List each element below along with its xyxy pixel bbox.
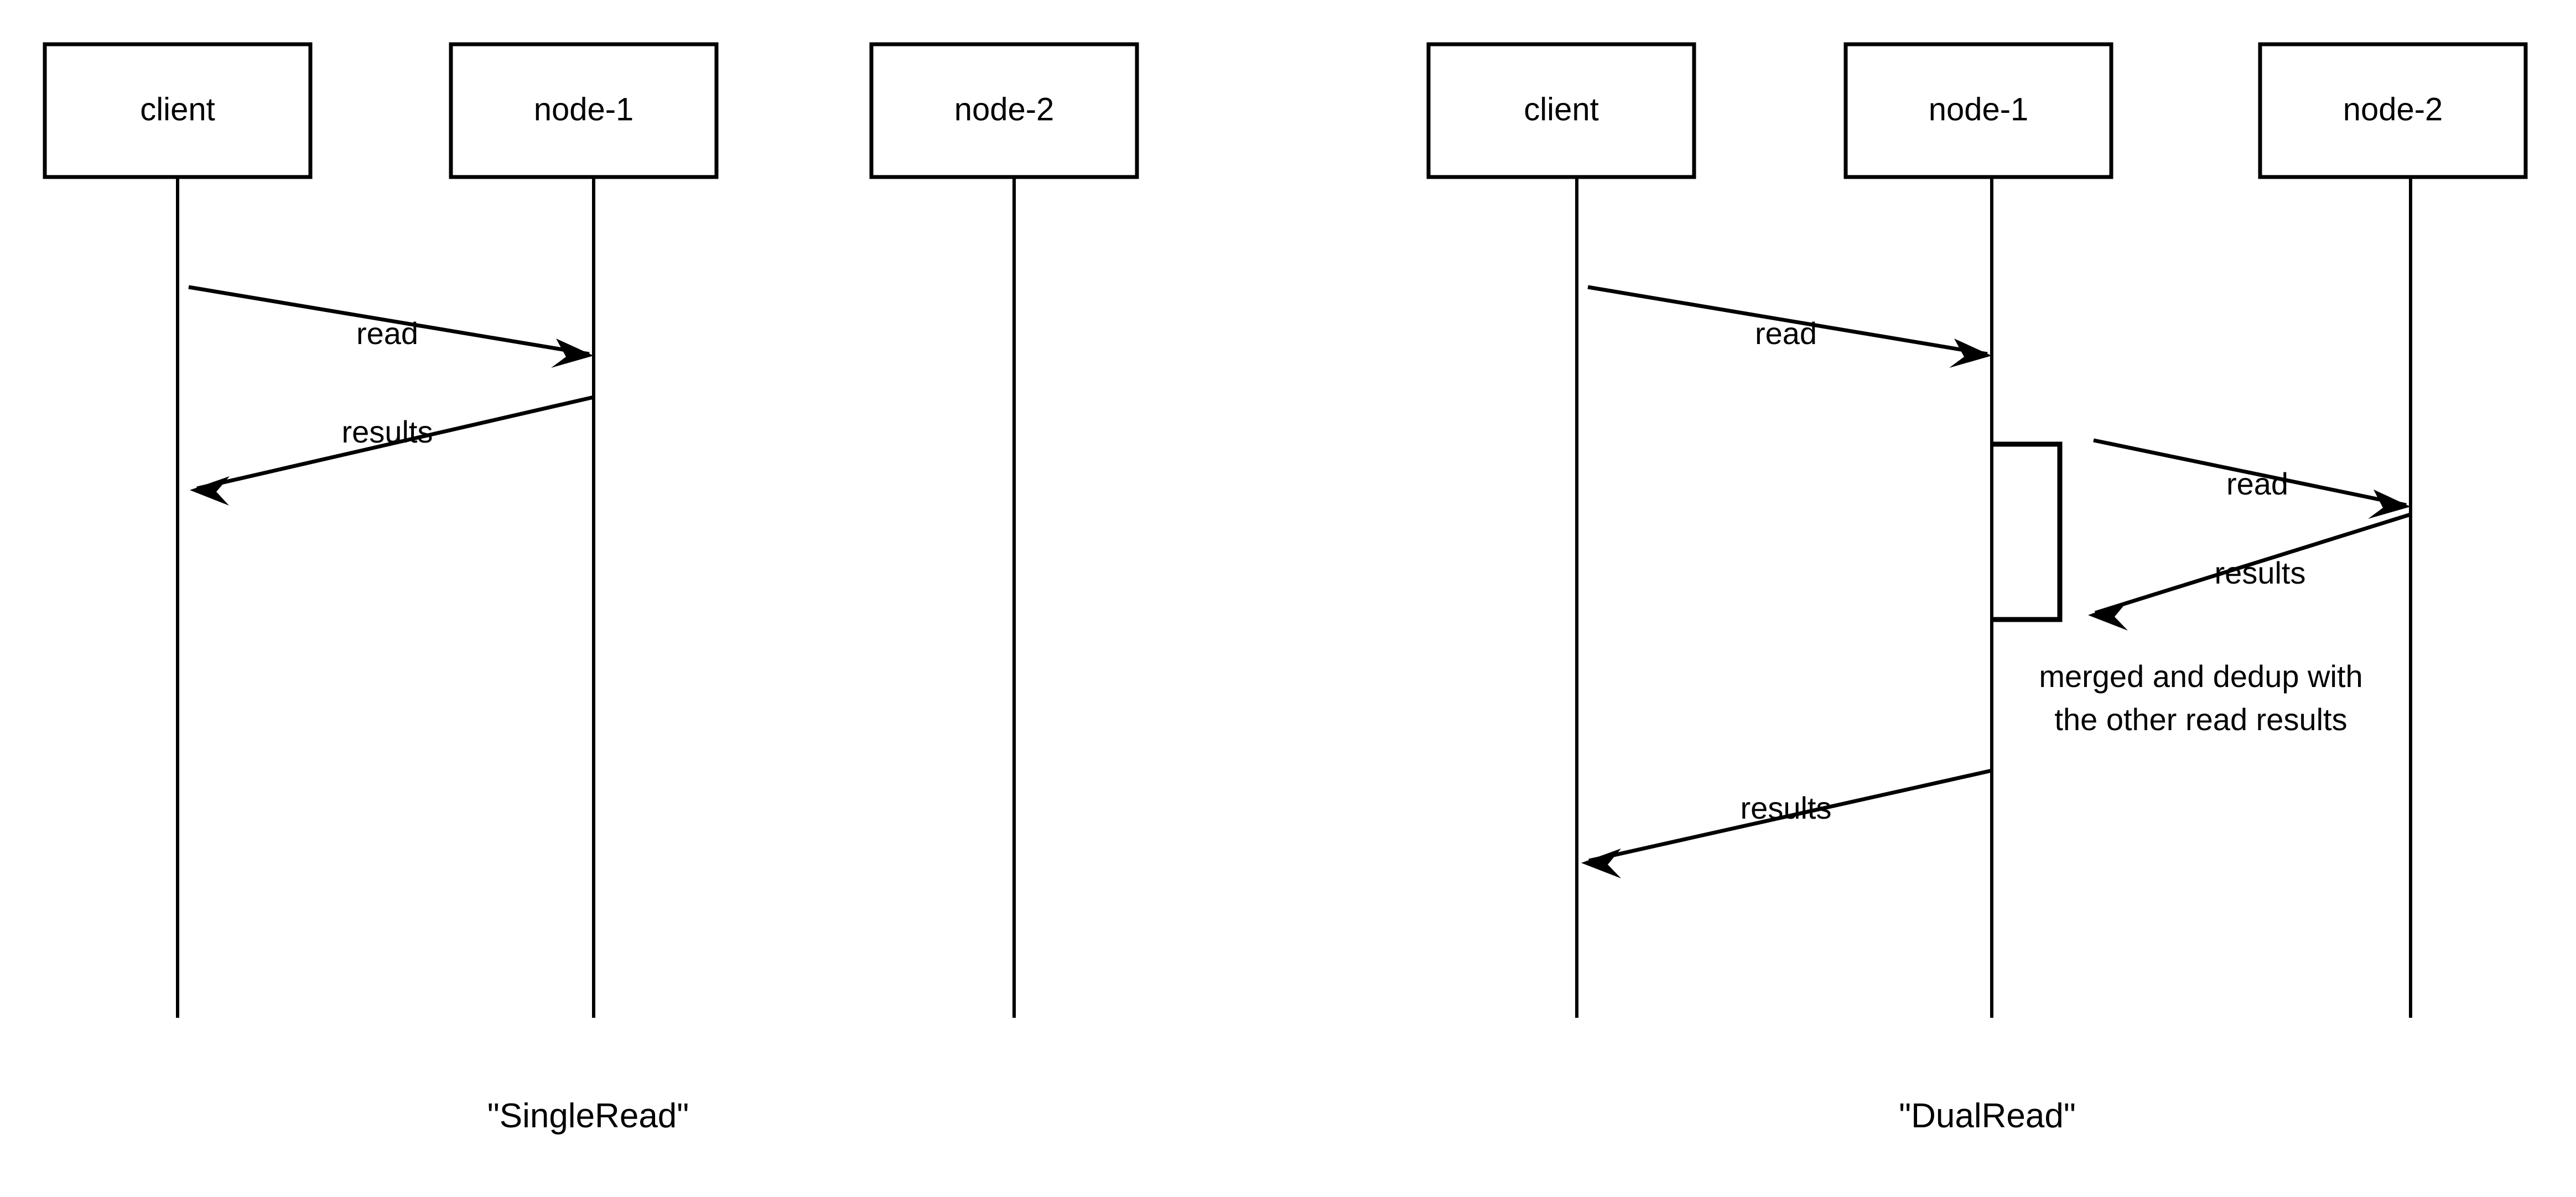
caption-single-read: "SingleRead" [487, 1097, 689, 1135]
participant-label-node2-right: node-2 [2343, 91, 2443, 127]
arrow-head-results-left [190, 476, 230, 506]
arrow-head-read-node1-node2-right [2368, 490, 2411, 519]
diagram-single-read: client node-1 node-2 read [43, 42, 1139, 1135]
note-line-1: merged and dedup with [2039, 659, 2362, 694]
note-line-2: the other read results [2054, 702, 2347, 737]
diagram-dual-read: client node-1 node-2 read [1426, 42, 2528, 1135]
participant-label-client-right: client [1524, 91, 1598, 127]
arrow-head-results-node1-client-right [1581, 849, 1621, 878]
participant-client-right[interactable]: client [1426, 42, 1696, 179]
participant-box-client-left[interactable] [43, 42, 313, 179]
message-results-node2-node1-right[interactable]: results [2088, 512, 2412, 631]
participant-box-node2-right[interactable] [2258, 42, 2528, 179]
message-line-read-node1-node2-right [2093, 438, 2407, 507]
message-line-read-left [188, 285, 590, 356]
participant-node1-right[interactable]: node-1 [1843, 42, 2113, 179]
arrow-head-read-client-node1-right [1949, 339, 1992, 368]
message-read-left[interactable]: read [188, 285, 594, 368]
message-line-results-node1-client-right [1588, 768, 1992, 863]
message-label-read-node1-node2-right: read [2226, 466, 2288, 501]
message-label-results-left: results [342, 414, 433, 449]
message-label-read-client-node1-right: read [1755, 316, 1817, 351]
message-label-results-node1-client-right: results [1741, 790, 1832, 825]
activation-bar-node1-right [1992, 441, 2063, 622]
participant-client-left[interactable]: client [43, 42, 313, 179]
participant-label-node2-left: node-2 [954, 91, 1055, 127]
participant-label-node1-left: node-1 [534, 91, 634, 127]
arrow-head-results-node2-node1-right [2088, 601, 2128, 631]
message-label-read-left: read [356, 316, 418, 351]
participant-box-node1-left[interactable] [449, 42, 719, 179]
message-line-results-node2-node1-right [2094, 512, 2412, 615]
note-merge-dedup-right: merged and dedup with the other read res… [2039, 659, 2362, 737]
participant-box-client-right[interactable] [1426, 42, 1696, 179]
arrow-head-read-left [551, 339, 594, 368]
participant-label-client-left: client [140, 91, 215, 127]
participant-label-node1-right: node-1 [1929, 91, 2029, 127]
message-line-read-client-node1-right [1587, 285, 1988, 356]
message-read-client-node1-right[interactable]: read [1587, 285, 1992, 368]
message-label-results-node2-node1-right: results [2215, 555, 2306, 590]
participant-node2-left[interactable]: node-2 [869, 42, 1139, 179]
participant-box-node1-right[interactable] [1843, 42, 2113, 179]
message-read-node1-node2-right[interactable]: read [2093, 438, 2411, 519]
message-results-left[interactable]: results [190, 395, 594, 506]
message-results-node1-client-right[interactable]: results [1581, 768, 1992, 878]
message-line-results-left [196, 395, 594, 491]
participant-node1-left[interactable]: node-1 [449, 42, 719, 179]
caption-dual-read: "DualRead" [1899, 1097, 2076, 1135]
participant-node2-right[interactable]: node-2 [2258, 42, 2528, 179]
participant-box-node2-left[interactable] [869, 42, 1139, 179]
